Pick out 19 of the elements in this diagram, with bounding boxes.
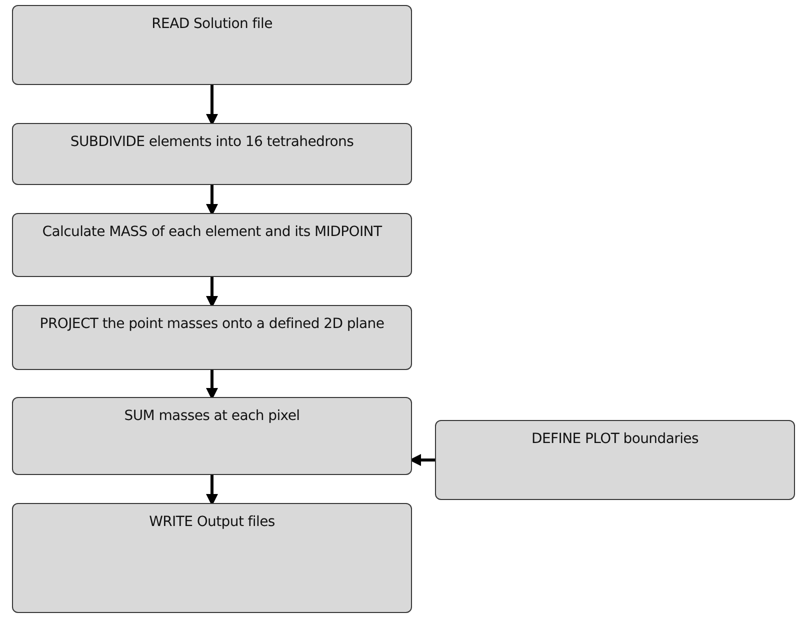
process-box bbox=[12, 123, 412, 185]
box-text: WRITE Output files bbox=[149, 514, 275, 530]
box-text: Calculate MASS of each element and its MIDPOINT bbox=[42, 224, 382, 240]
process-box bbox=[12, 305, 412, 370]
process-box bbox=[435, 420, 795, 500]
arrow bbox=[206, 277, 218, 308]
box-text: PROJECT the point masses onto a defined 2D plane bbox=[40, 316, 384, 332]
arrow bbox=[206, 370, 218, 400]
arrow bbox=[206, 475, 218, 506]
arrow bbox=[206, 85, 218, 126]
box-text: DEFINE PLOT boundaries bbox=[532, 431, 698, 447]
box-text: SUBDIVIDE elements into 16 tetrahedrons bbox=[70, 134, 354, 150]
process-box bbox=[12, 503, 412, 613]
process-box bbox=[12, 5, 412, 85]
box-text: SUM masses at each pixel bbox=[124, 408, 300, 424]
box-text: READ Solution file bbox=[152, 16, 272, 32]
arrow bbox=[206, 185, 218, 216]
process-box bbox=[12, 213, 412, 277]
process-box bbox=[12, 397, 412, 475]
